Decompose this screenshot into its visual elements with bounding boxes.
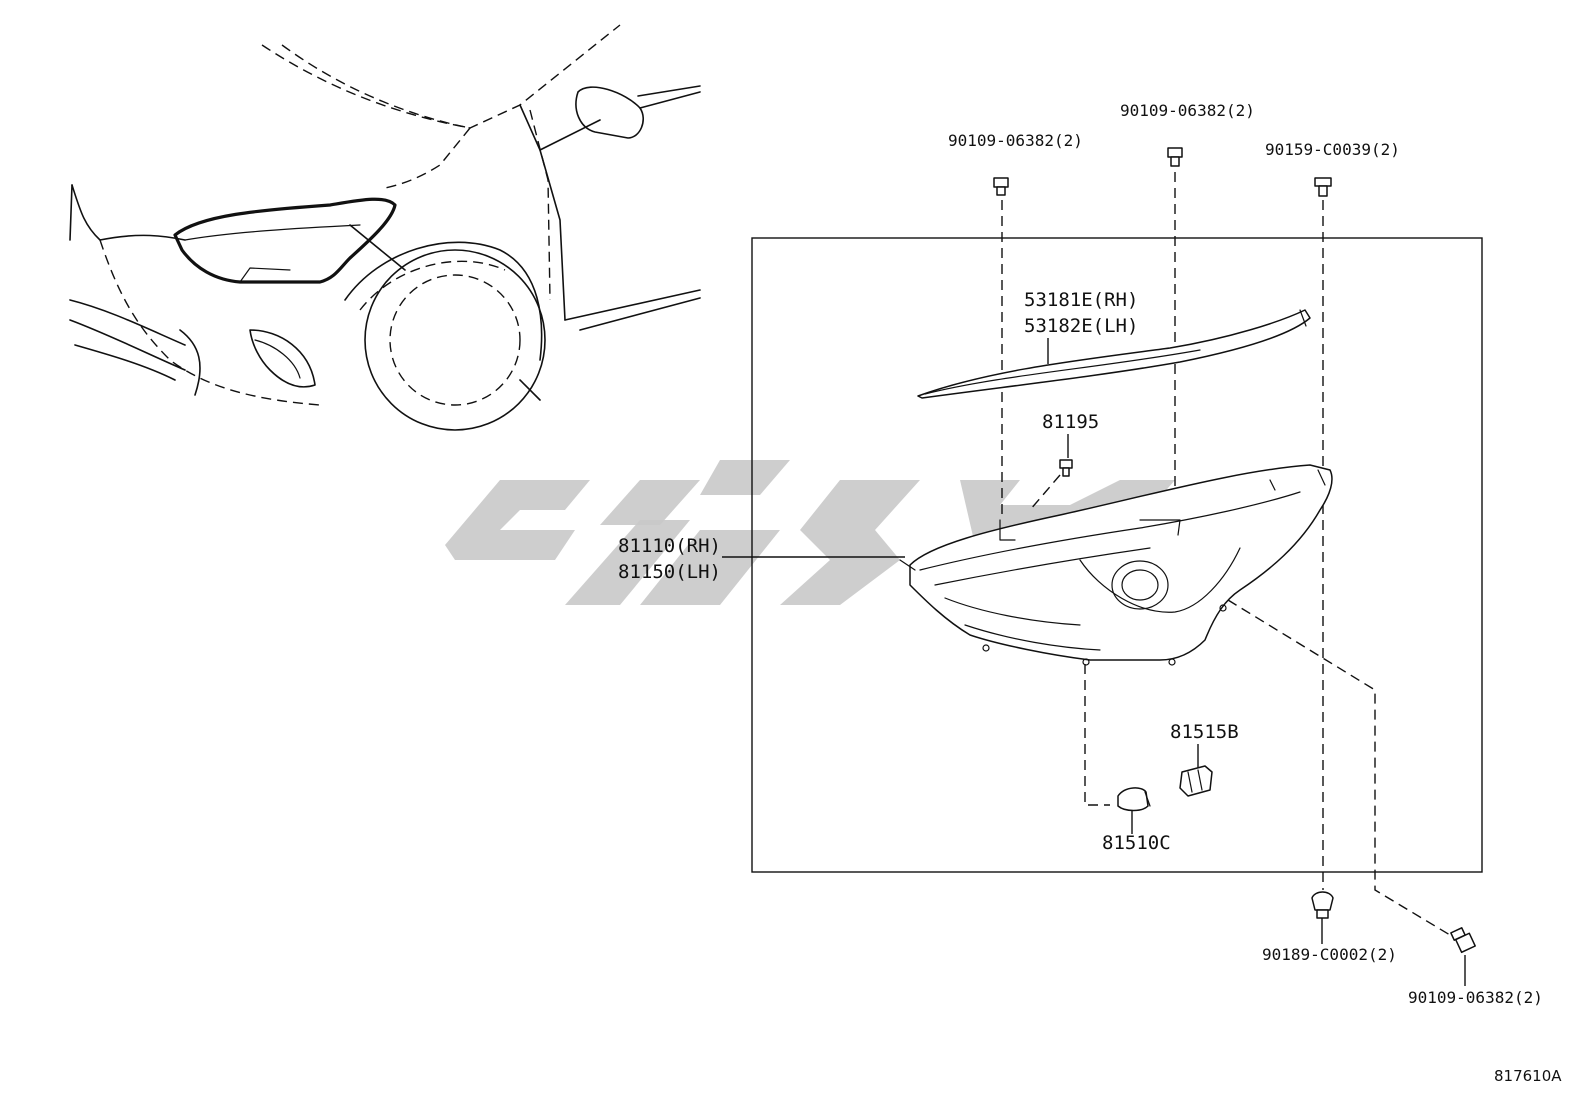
label-clip: 81195 (1042, 411, 1099, 433)
bolt-top-left (993, 177, 1009, 196)
figure-code: 817610A (1494, 1067, 1562, 1085)
label-garnish-rh: 53181E(RH) (1024, 289, 1138, 311)
label-headlamp-lh: 81150(LH) (618, 561, 721, 583)
label-clip-bottom: 90189-C0002(2) (1262, 945, 1397, 964)
garnish-strip (917, 309, 1311, 399)
bulb-81510c (1117, 787, 1151, 812)
bolt-bottom-right (1450, 927, 1476, 954)
clip-81195 (1059, 459, 1073, 477)
label-socket: 81515B (1170, 721, 1239, 743)
label-screw-top-right: 90159-C0039(2) (1265, 140, 1400, 159)
label-bolt-bottom-right: 90109-06382(2) (1408, 988, 1543, 1007)
screw-top-right (1314, 177, 1332, 197)
vehicle-overview (69, 24, 701, 431)
label-garnish-lh: 53182E(LH) (1024, 315, 1138, 337)
label-bolt-top-left: 90109-06382(2) (948, 131, 1083, 150)
watermark-logo (445, 460, 1175, 605)
assembly-frame (751, 237, 1483, 873)
bolt-top-center (1167, 147, 1183, 167)
socket-81515b (1179, 765, 1213, 797)
clip-bottom (1311, 891, 1334, 919)
label-bolt-top-center: 90109-06382(2) (1120, 101, 1255, 120)
label-bulb: 81510C (1102, 832, 1171, 854)
assembly-guides (1001, 172, 1451, 936)
label-headlamp-rh: 81110(RH) (618, 535, 721, 557)
headlamp-assembly (899, 464, 1333, 666)
